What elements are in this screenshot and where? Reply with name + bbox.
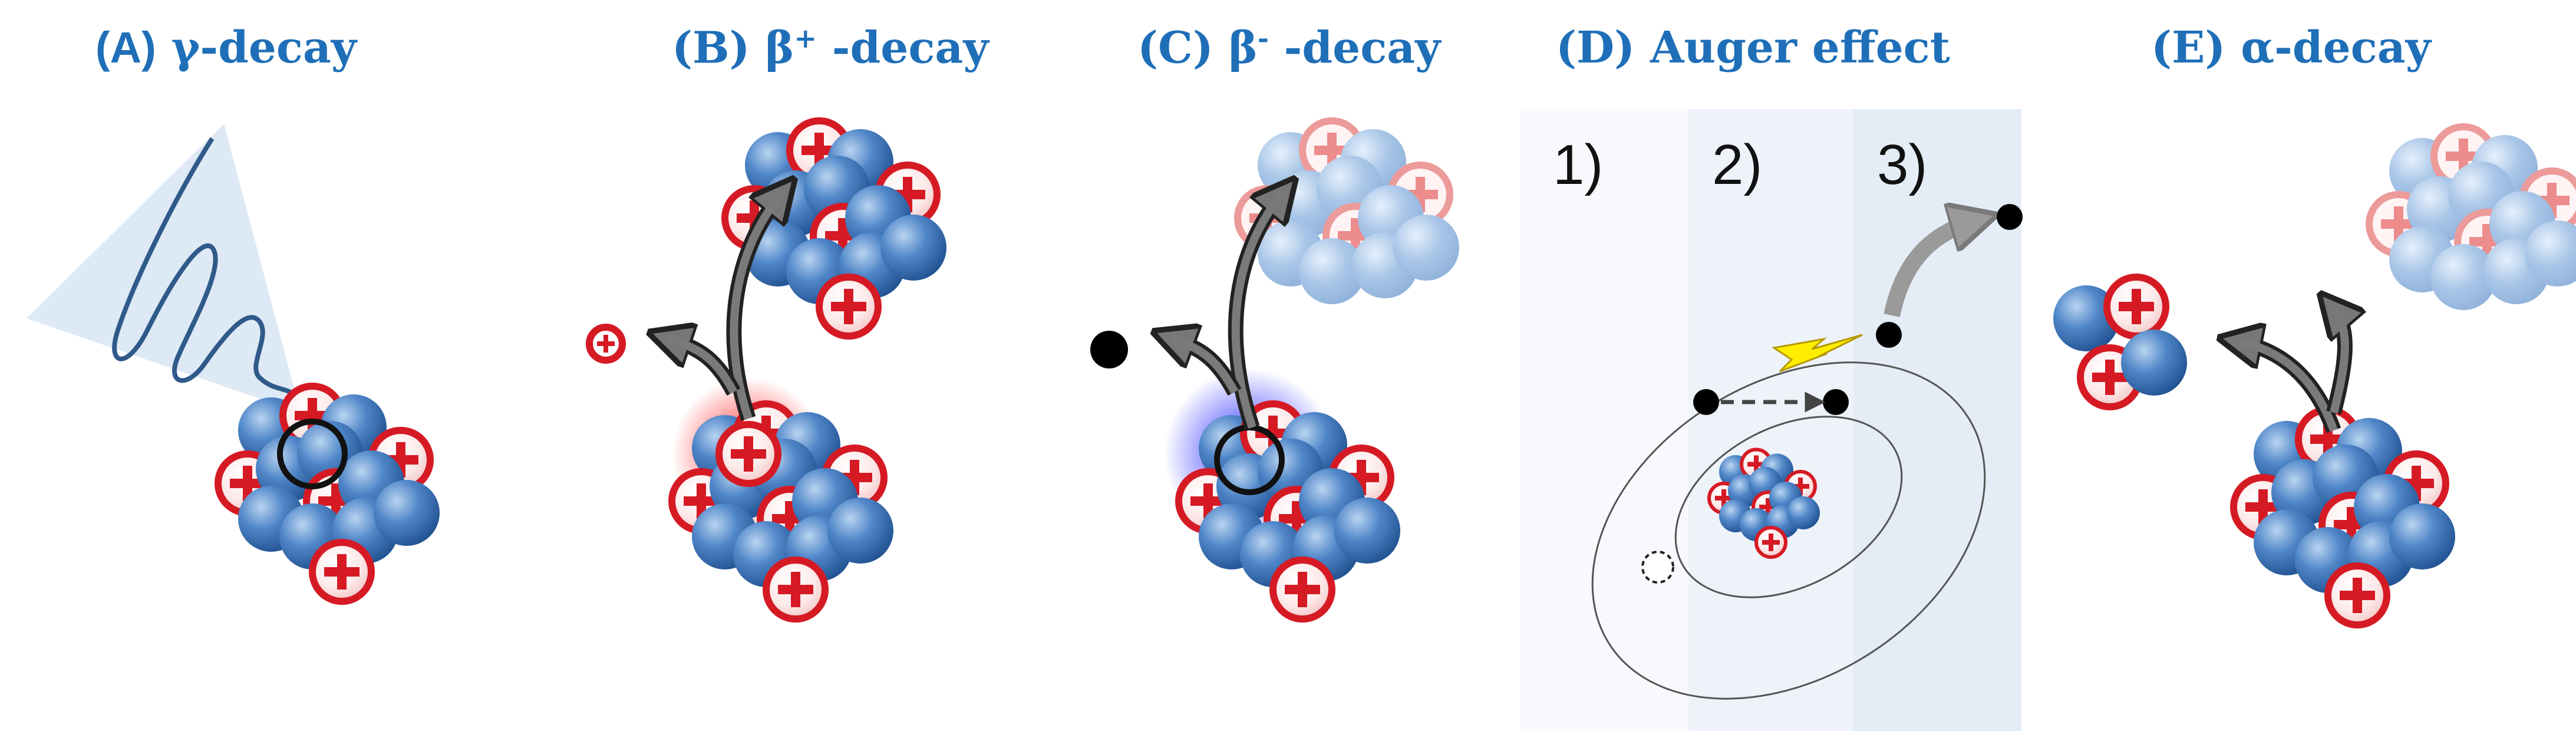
auger-step-1-label: 1) — [1553, 133, 1604, 196]
panel-e-alpha-decay — [2053, 127, 2576, 625]
auger-ejection-arrow — [1884, 221, 1974, 317]
decaying-proton — [719, 424, 778, 483]
title-e: (E) α-decay — [2151, 22, 2431, 73]
arrow-to-positron — [669, 339, 741, 396]
panel-c-beta-minus-decay — [1090, 121, 1459, 619]
auger-step1-bg — [1520, 109, 1688, 731]
emitted-electron — [1090, 331, 1128, 368]
auger-step-2-label: 2) — [1712, 133, 1763, 196]
decaying-nucleon-outline — [277, 419, 348, 489]
ejected-electron — [1997, 204, 2023, 230]
lightning-icon — [1772, 334, 1863, 373]
inner-shell — [1674, 416, 1903, 598]
title-c: (C) β- -decay — [1137, 22, 1441, 74]
gamma-wave — [112, 137, 303, 408]
title-d: (D) Auger effect — [1556, 22, 1950, 73]
vacancy — [1641, 551, 1674, 584]
parent-nucleus-e — [2234, 410, 2455, 625]
shell-electron-start — [1693, 389, 1719, 415]
alpha-particle — [2053, 277, 2187, 407]
auger-electron — [1876, 322, 1902, 348]
auger-step3-bg — [1853, 109, 2021, 731]
nucleus-a — [218, 386, 440, 601]
title-b: (B) β+ -decay — [672, 22, 989, 74]
parent-nucleus-b — [672, 404, 893, 619]
auger-step-3-label: 3) — [1877, 133, 1928, 196]
panel-d-auger-effect — [1520, 109, 2023, 731]
shell-electron-end — [1823, 389, 1849, 415]
auger-step2-bg — [1688, 109, 1853, 731]
title-a: (A) γ-decay — [95, 22, 357, 73]
gamma-cone — [27, 124, 301, 413]
panel-b-beta-plus-decay — [586, 121, 946, 619]
daughter-nucleus-e — [2369, 127, 2576, 310]
panel-a-gamma-decay — [27, 124, 440, 601]
parent-nucleus-c — [1179, 404, 1400, 619]
positron-particle — [586, 324, 626, 364]
